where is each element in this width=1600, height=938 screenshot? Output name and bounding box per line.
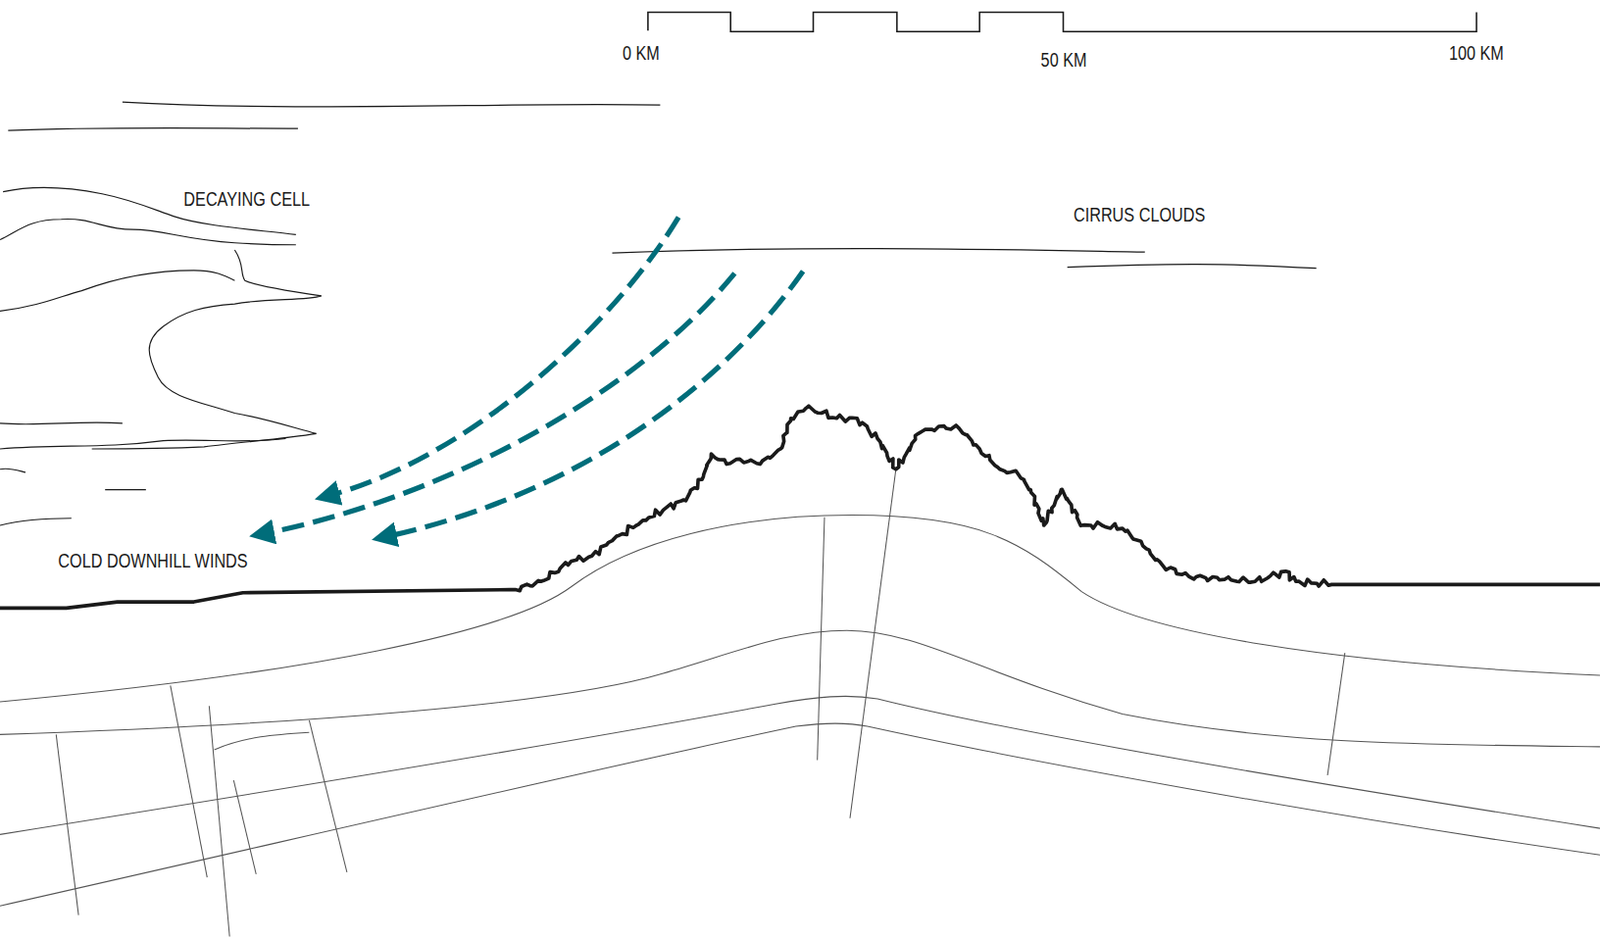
scale-label: 100 KM bbox=[1449, 42, 1504, 65]
cloud-label: CIRRUS CLOUDS bbox=[1073, 202, 1205, 226]
faults bbox=[55, 469, 1346, 938]
cloud-label: DECAYING CELL bbox=[183, 188, 310, 211]
terrain-profile bbox=[0, 405, 1600, 608]
wind-label: COLD DOWNHILL WINDS bbox=[57, 549, 248, 572]
scale-label: 0 KM bbox=[622, 42, 660, 65]
scale-label: 50 KM bbox=[1041, 48, 1088, 71]
wind-arrows bbox=[258, 217, 803, 539]
cloud-lines bbox=[7, 101, 1316, 269]
rock-strata bbox=[0, 515, 1600, 907]
decaying-cell bbox=[0, 187, 322, 526]
scale-bar bbox=[648, 11, 1477, 32]
